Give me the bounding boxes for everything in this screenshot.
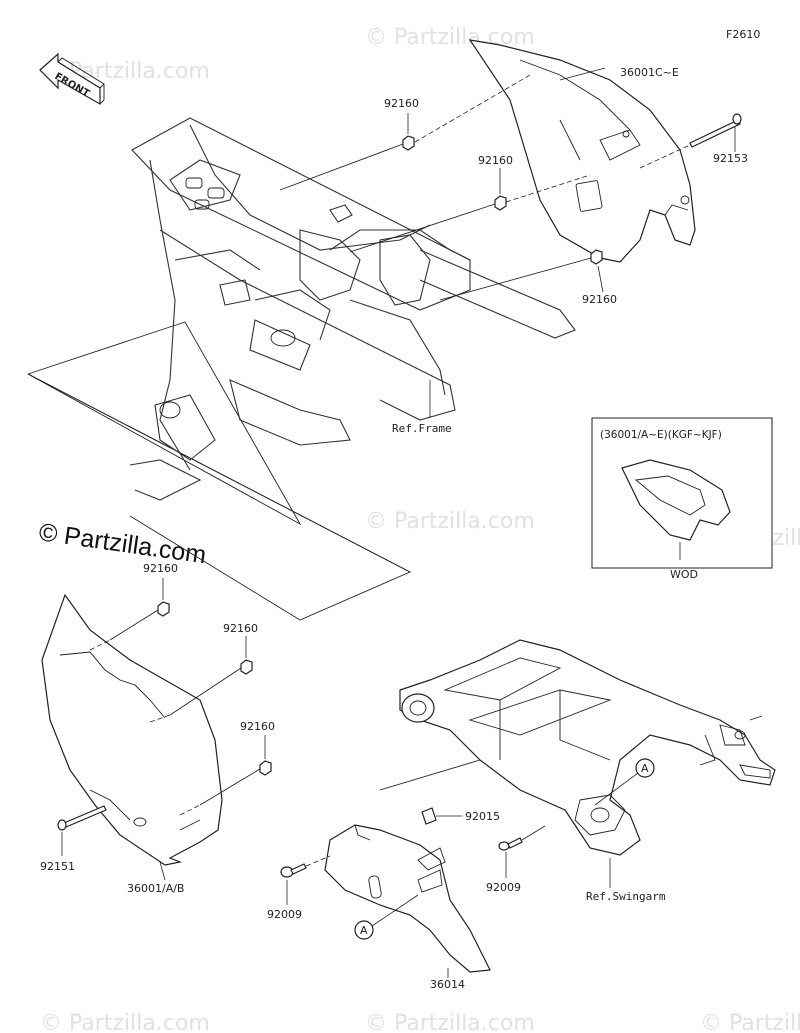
label-nut-d: 92160 <box>143 562 178 575</box>
nut-icon <box>259 760 272 776</box>
main-frame-illustration <box>129 117 576 501</box>
nut-icon <box>402 135 415 151</box>
label-bolt-lower-right: 92009 <box>486 881 521 894</box>
callout-a-top <box>635 758 655 778</box>
nut-icon <box>494 195 507 211</box>
bolt-icon <box>57 805 107 831</box>
ref-frame-label: Ref.Frame <box>392 422 452 435</box>
right-side-cover <box>468 39 696 263</box>
label-nut-e: 92160 <box>223 622 258 635</box>
bolt-icon <box>689 113 742 148</box>
callout-a-bottom <box>354 920 374 940</box>
label-nut-c: 92160 <box>582 293 617 306</box>
ref-swingarm-label: Ref.Swingarm <box>586 890 666 903</box>
label-cover-right: 36001C~E <box>620 66 679 79</box>
label-bolt-right: 92153 <box>713 152 748 165</box>
right-cover-hardware <box>279 67 742 301</box>
callout-a-bottom-letter: A <box>360 924 368 937</box>
inset-caption: WOD <box>670 568 698 581</box>
nut-icon <box>157 601 170 617</box>
watermark-bottom-center: © Partzilla.com <box>365 1011 535 1033</box>
label-nut-b: 92160 <box>478 154 513 167</box>
figure-code: F2610 <box>726 28 760 41</box>
clip-icon <box>421 807 437 825</box>
perspective-guides <box>27 321 412 621</box>
chain-guard <box>324 824 491 973</box>
bolt-icon <box>498 837 523 851</box>
chain-guard-hardware: A A <box>280 758 655 978</box>
label-nut-f: 92160 <box>240 720 275 733</box>
watermark-top-center: © Partzilla.com <box>365 25 535 50</box>
label-bolt-lower-left: 92009 <box>267 908 302 921</box>
watermark-bottom-left: © Partzilla.com <box>40 1011 210 1033</box>
callout-a-top-letter: A <box>641 762 649 775</box>
inset-title: (36001/A~E)(KGF~KJF) <box>600 429 722 441</box>
bolt-icon <box>280 863 307 878</box>
watermark-mid-center: © Partzilla.com <box>365 509 535 534</box>
variant-inset: (36001/A~E)(KGF~KJF) WOD <box>591 417 773 581</box>
watermark-bottom-right: © Partzilla.com <box>700 1011 800 1033</box>
nut-icon <box>590 249 603 265</box>
inset-cover-illustration <box>621 459 731 541</box>
label-chain-guard: 36014 <box>430 978 465 991</box>
label-bolt-left: 92151 <box>40 860 75 873</box>
watermark-prominent: © Partzilla.com <box>37 518 208 569</box>
swingarm-illustration <box>399 639 776 856</box>
left-side-cover <box>41 593 223 866</box>
label-cover-left: 36001/A/B <box>127 882 184 895</box>
label-nut-a: 92160 <box>384 97 419 110</box>
left-cover-hardware <box>57 578 272 881</box>
nut-icon <box>240 659 253 675</box>
label-clip: 92015 <box>465 810 500 823</box>
